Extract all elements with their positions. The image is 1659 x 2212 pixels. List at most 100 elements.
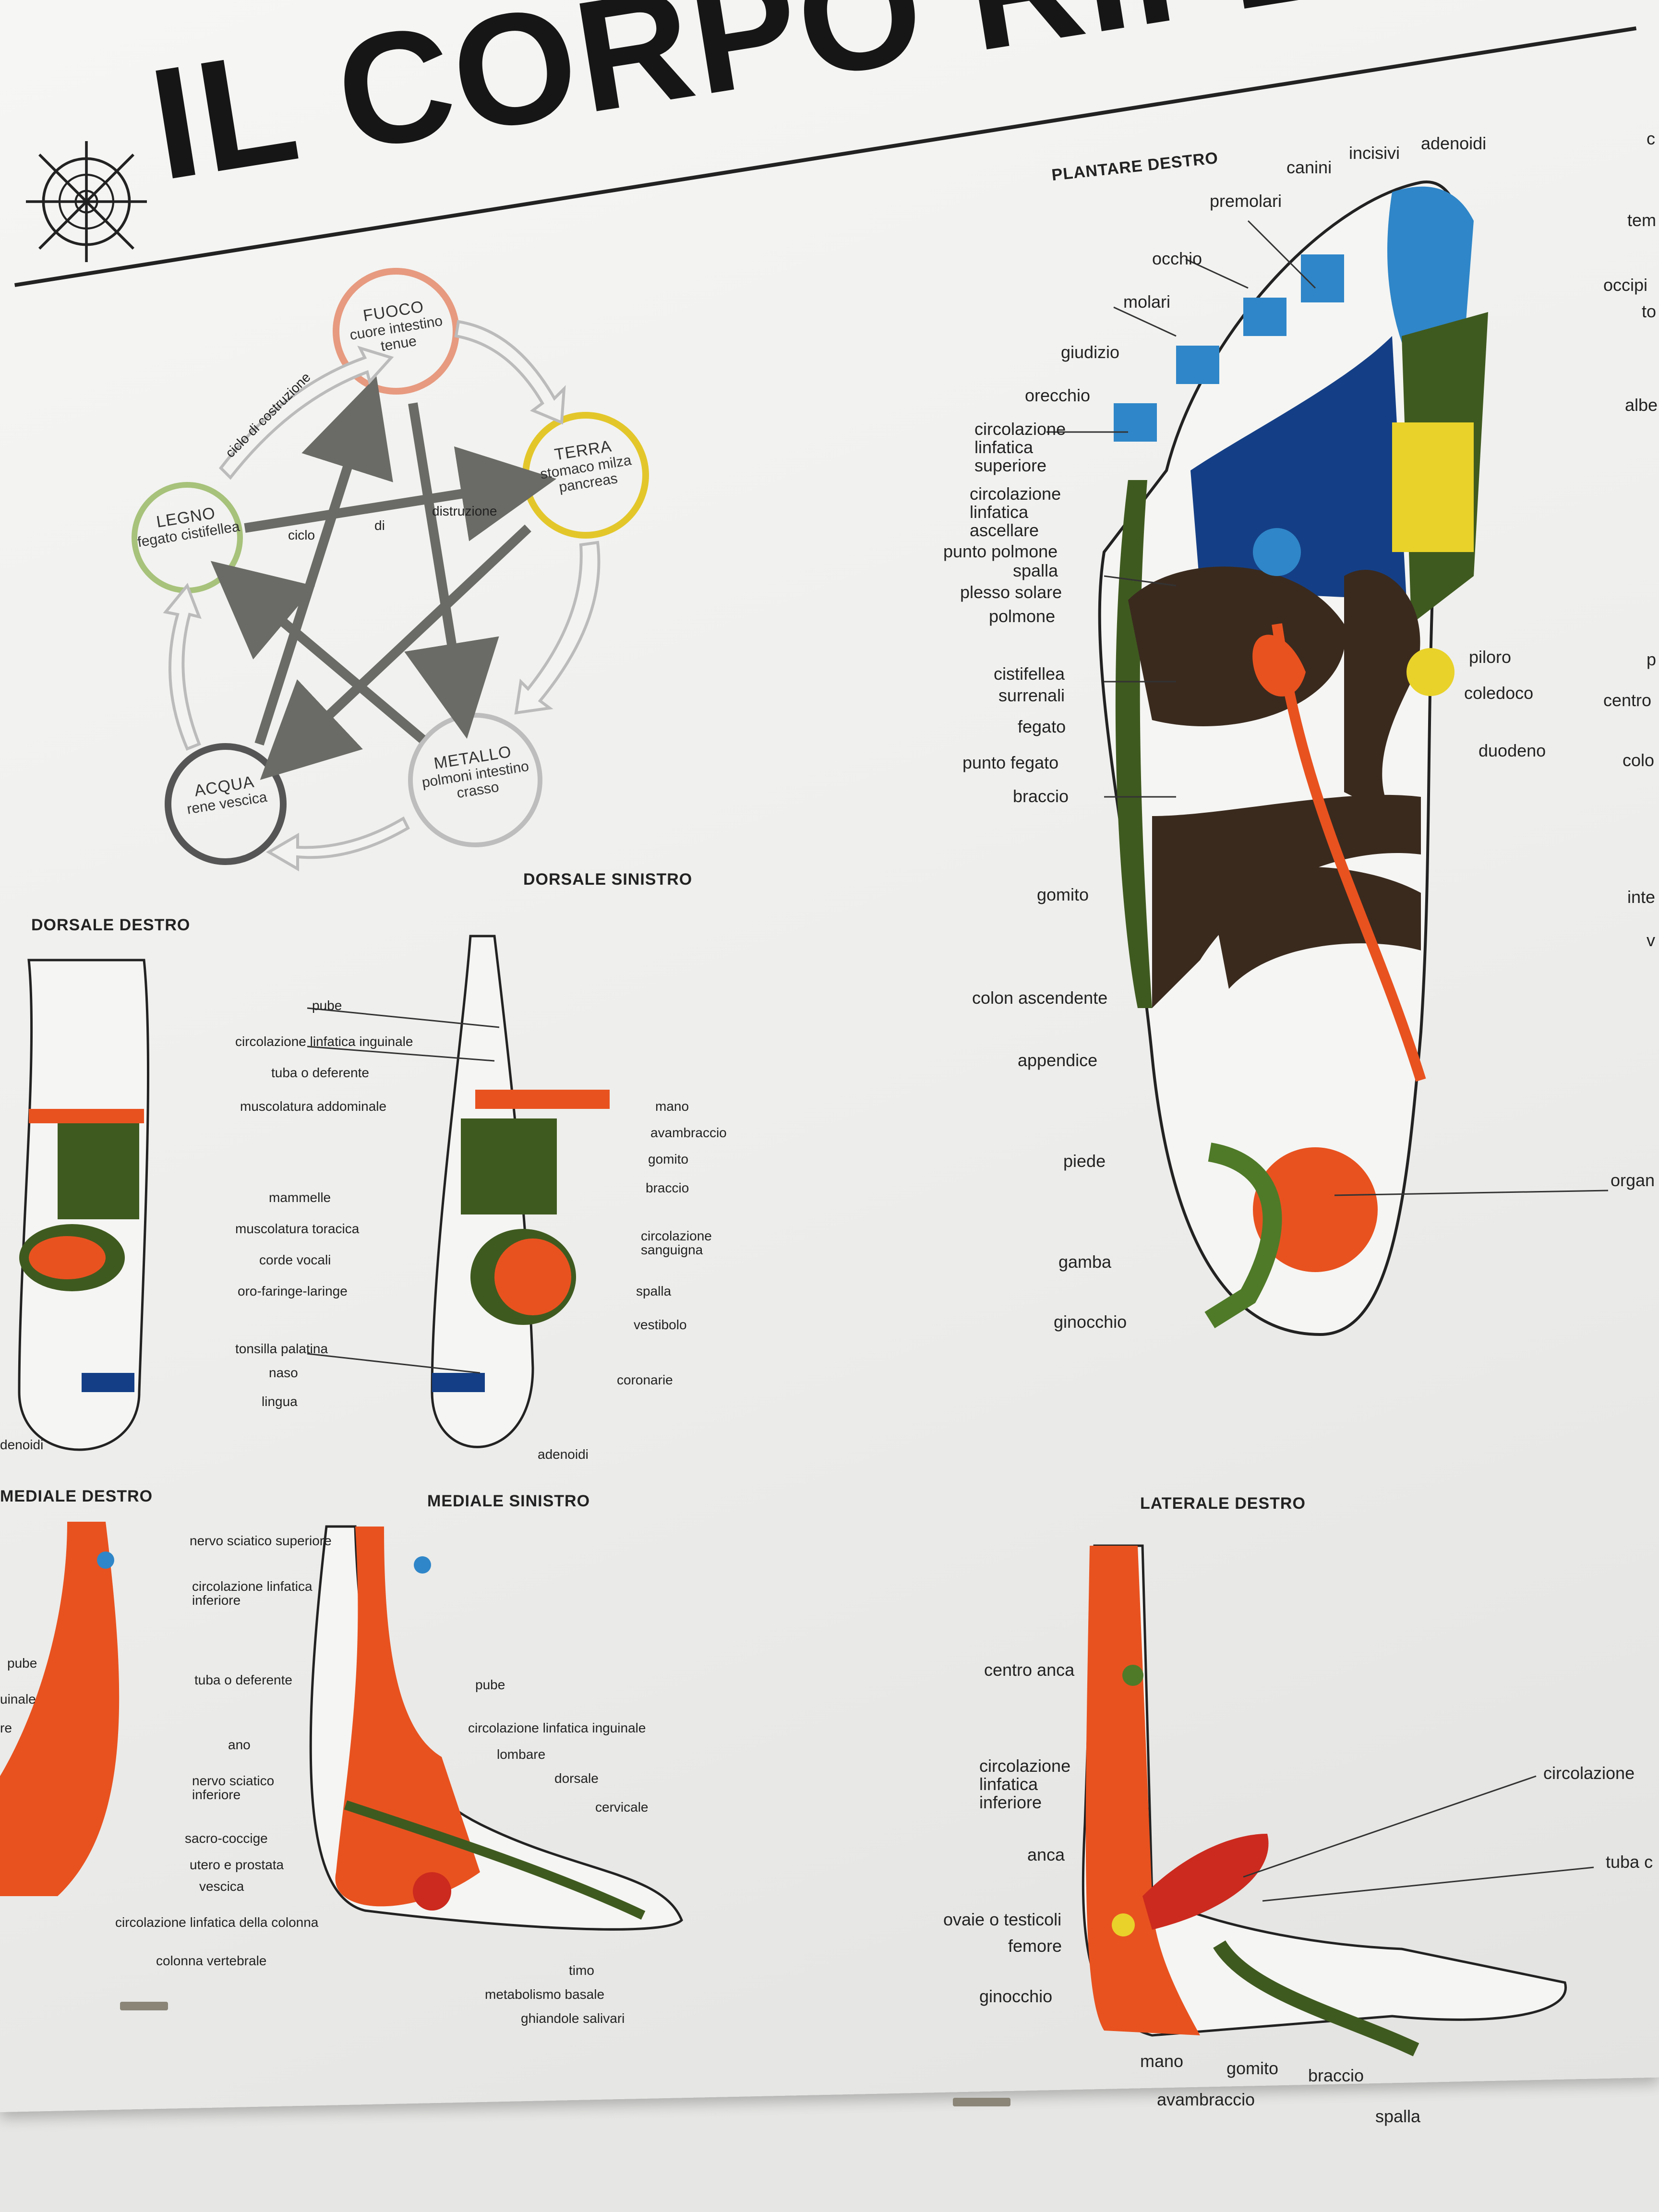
plantar-right-occipi: occipi xyxy=(1603,275,1648,295)
dorsal-label-mammelle: mammelle xyxy=(269,1190,331,1205)
plantar-label-incisivi: incisivi xyxy=(1349,143,1400,163)
medial-right-dorsale: dorsale xyxy=(554,1771,599,1786)
medial-edge-pube: pube xyxy=(7,1656,37,1671)
plantar-right-v: v xyxy=(1647,930,1655,950)
destruction-label: distruzione xyxy=(432,504,497,518)
lateral-bottom-braccio: braccio xyxy=(1308,2066,1364,2085)
dorsal-right-coronarie: coronarie xyxy=(617,1372,673,1387)
plantar-label-orecchio: orecchio xyxy=(1025,385,1091,405)
cycle-word-label: ciclo xyxy=(288,528,315,542)
poster-clip-left xyxy=(120,2002,168,2010)
plantar-right-coledoco: coledoco xyxy=(1464,683,1534,703)
plantar-right-piloro: piloro xyxy=(1469,647,1512,667)
medial-label-utero: utero e prostata xyxy=(190,1857,284,1872)
plantar-right-centro: centro xyxy=(1603,690,1652,710)
plantar-label-adenoidi: adenoidi xyxy=(1421,133,1487,153)
plantar-label-canini: canini xyxy=(1286,157,1332,177)
plantar-right-inte: inte xyxy=(1627,887,1656,907)
dorsal-feet-map xyxy=(18,935,610,1451)
plantar-right-c: c xyxy=(1647,129,1655,148)
plantar-label-premolari: premolari xyxy=(1210,191,1282,211)
plantar-label-circ-sup: circolazione linfatica superiore xyxy=(974,419,1066,475)
leader-lines xyxy=(307,220,1609,1902)
medial-label-sacro: sacro-coccige xyxy=(185,1831,268,1846)
plantar-label-giudizio: giudizio xyxy=(1061,342,1120,362)
plantar-label-braccio: braccio xyxy=(1013,786,1069,806)
plantar-right-p: p xyxy=(1647,649,1657,669)
plantar-label-occhio: occhio xyxy=(1152,249,1202,268)
medial-label-vescica: vescica xyxy=(199,1879,244,1894)
medial-right-heading: MEDIALE DESTRO xyxy=(0,1487,153,1505)
dorsal-right-mano: mano xyxy=(655,1099,689,1114)
medial-edge-uinale: uinale xyxy=(0,1692,36,1707)
dorsal-right-avambraccio: avambraccio xyxy=(650,1125,727,1140)
lateral-bottom-gomito: gomito xyxy=(1226,2058,1279,2078)
dorsal-label-circ-inguinale: circolazione linfatica inguinale xyxy=(235,1034,413,1049)
dorsal-right-heading: DORSALE DESTRO xyxy=(31,916,191,934)
plantar-label-cistifellea: cistifellea xyxy=(994,664,1065,684)
lateral-foot-map xyxy=(1082,1544,1567,2056)
medial-left-heading: MEDIALE SINISTRO xyxy=(427,1492,590,1510)
plantar-label-molari: molari xyxy=(1123,292,1171,312)
plantar-label-ginocchio: ginocchio xyxy=(1054,1312,1127,1332)
medial-right-metabolismo: metabolismo basale xyxy=(485,1987,605,2002)
lateral-label-femore: femore xyxy=(1008,1936,1062,1956)
plantar-label-punto-polmone: punto polmone xyxy=(943,541,1058,561)
medial-label-nervo-sup: nervo sciatico superiore xyxy=(190,1533,332,1548)
lateral-label-circ-inf: circolazione linfatica inferiore xyxy=(979,1756,1071,1812)
lateral-bottom-mano: mano xyxy=(1140,2051,1184,2071)
lateral-right-tuba: tuba c xyxy=(1606,1852,1653,1872)
lateral-bottom-avambraccio: avambraccio xyxy=(1157,2090,1255,2109)
plantar-label-plesso-solare: plesso solare xyxy=(960,582,1062,602)
plantar-label-colon-ascendente: colon ascendente xyxy=(972,988,1108,1008)
plantar-foot-map xyxy=(1098,180,1488,1336)
dorsal-right-braccio: braccio xyxy=(646,1180,689,1195)
plantar-label-appendice: appendice xyxy=(1018,1050,1098,1070)
plantar-right-organ: organ xyxy=(1611,1170,1655,1190)
dorsal-right-vestibolo: vestibolo xyxy=(634,1317,687,1332)
medial-right-ghiandole: ghiandole salivari xyxy=(521,2011,625,2026)
dorsal-label-tonsilla: tonsilla palatina xyxy=(235,1341,328,1356)
dorsal-label-tuba: tuba o deferente xyxy=(271,1065,369,1080)
element-circle-acqua xyxy=(165,743,287,865)
plantar-label-spalla: spalla xyxy=(1013,561,1058,580)
plantar-label-gomito: gomito xyxy=(1037,885,1089,904)
di-word-label: di xyxy=(374,518,385,533)
plantar-right-duodeno: duodeno xyxy=(1479,741,1546,760)
sun-logo-icon xyxy=(26,141,147,262)
dorsal-right-circ-sanguigna: circolazione sanguigna xyxy=(641,1228,712,1258)
medial-right-circ-inguinale: circolazione linfatica inguinale xyxy=(468,1720,646,1735)
medial-right-cervicale: cervicale xyxy=(595,1800,649,1815)
dorsal-label-oro-faringe: oro-faringe-laringe xyxy=(238,1284,348,1298)
medial-label-circ-colonna: circolazione linfatica della colonna xyxy=(115,1915,319,1930)
dorsal-label-musc-addominale: muscolatura addominale xyxy=(240,1099,387,1114)
plantar-label-piede: piede xyxy=(1063,1151,1106,1171)
medial-feet-map xyxy=(0,1522,683,1931)
medial-right-timo: timo xyxy=(569,1963,594,1978)
dorsal-right-spalla: spalla xyxy=(636,1284,672,1298)
five-elements-diagram xyxy=(132,268,649,872)
dorsal-right-gomito: gomito xyxy=(648,1152,689,1166)
medial-edge-re: re xyxy=(0,1720,12,1735)
poster-clip-right xyxy=(953,2098,1010,2106)
plantar-label-circ-asc: circolazione linfatica ascellare xyxy=(970,484,1061,540)
dorsal-label-musc-toracica: muscolatura toracica xyxy=(235,1221,360,1236)
lateral-right-circolazione: circolazione xyxy=(1543,1763,1635,1783)
lateral-bottom-spalla: spalla xyxy=(1375,2106,1421,2126)
plantar-right-colo: colo xyxy=(1623,750,1655,770)
medial-label-nervo-inf: nervo sciatico inferiore xyxy=(192,1773,275,1803)
plantar-label-polmone: polmone xyxy=(989,606,1056,626)
lateral-label-ginocchio: ginocchio xyxy=(979,1986,1053,2006)
plantar-label-fegato: fegato xyxy=(1018,717,1066,736)
medial-label-circ-inf: circolazione linfatica inferiore xyxy=(192,1579,313,1608)
medial-label-tuba: tuba o deferente xyxy=(194,1672,292,1687)
dorsal-label-lingua: lingua xyxy=(262,1394,298,1409)
lateral-heading: LATERALE DESTRO xyxy=(1140,1494,1306,1513)
plantar-label-gamba: gamba xyxy=(1058,1252,1112,1272)
plantar-right-albe: albe xyxy=(1625,395,1658,415)
plantar-label-surrenali: surrenali xyxy=(998,685,1065,705)
medial-label-colonna: colonna vertebrale xyxy=(156,1953,267,1968)
dorsal-label-pube: pube xyxy=(312,998,342,1013)
plantar-label-punto-fegato: punto fegato xyxy=(962,753,1059,772)
lateral-label-centro-anca: centro anca xyxy=(984,1660,1075,1680)
